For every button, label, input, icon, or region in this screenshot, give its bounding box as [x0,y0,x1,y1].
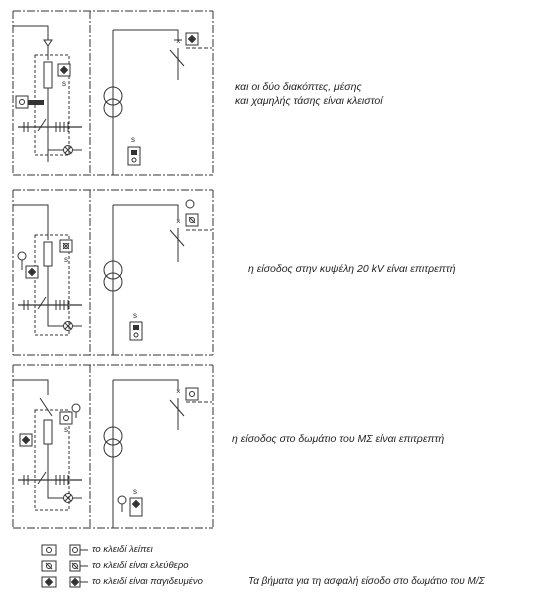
panel-1-caption-line2: και χαμηλής τάσης είναι κλειστοί [235,95,383,107]
key-trapped-icon [41,576,57,588]
panel-1-lock-left [15,95,29,109]
panel-1-switch-label-right: s [131,135,135,144]
panel-2-caption: η είσοδος στην κυψέλη 20 kV είναι επιτρε… [248,262,456,276]
panel-3-key-free [71,403,81,413]
panel-3-switch-label-right: s [133,487,137,496]
panel-3-transformer [103,426,123,446]
panel-2-fuse [43,241,53,267]
panel-3-interlock-box [34,409,70,511]
key-missing-icon [41,544,57,556]
panel-1-fuse [43,61,53,89]
panel-1: × [12,10,214,176]
panel-2: × [12,189,214,356]
panel-3-switch-label-left: s [64,425,68,434]
panel-1-caption: και οι δύο διακόπτες, μέσης και χαμηλής … [235,80,383,108]
panel-1-switch-label-left: s [62,79,66,88]
panel-2-lv-key-free [185,199,195,209]
panel-1-earthing-symbol [43,39,53,47]
legend-text-free: το κλειδί είναι ελεύθερο [92,560,189,571]
svg-text:×: × [176,37,181,46]
panel-2-caption-line1: η είσοδος στην κυψέλη 20 kV είναι επιτρε… [248,263,456,275]
panel-1-caption-line1: και οι δύο διακόπτες, μέσης [235,81,362,93]
panel-2-interlock-box [34,234,70,336]
svg-text:×: × [176,387,181,396]
panel-3-door-key-free [117,495,127,505]
panel-2-transformer [103,260,123,280]
panel-3-lock-top [59,411,73,425]
legend-icons [41,544,88,588]
panel-3-caption: η είσοδος στο δωμάτιο του ΜΣ είναι επιτρ… [232,432,444,446]
key-free-icon [41,560,57,572]
legend-text-missing: το κλειδί λείπει [92,544,153,555]
panel-3-fuse [43,419,53,445]
svg-text:×: × [176,217,181,226]
panel-1-transformer [103,86,123,106]
panel-3-lv-lock [185,387,199,401]
switch-labels: s s s s s s [62,79,137,496]
panel-3-caption-line1: η είσοδος στο δωμάτιο του ΜΣ είναι επιτρ… [232,433,445,445]
panel-2-switch-label-right: s [133,311,137,320]
legend-text-trapped: το κλειδί είναι παγιδευμένο [92,576,203,587]
panel-2-key-free [17,251,27,261]
panel-2-switch-label-left: s [64,255,68,264]
panel-1-mv-feed [13,25,49,40]
panel-3: × [12,364,214,529]
footer-caption: Τα βήματα για τη ασφαλή είσοδο στο δωμάτ… [248,576,485,587]
